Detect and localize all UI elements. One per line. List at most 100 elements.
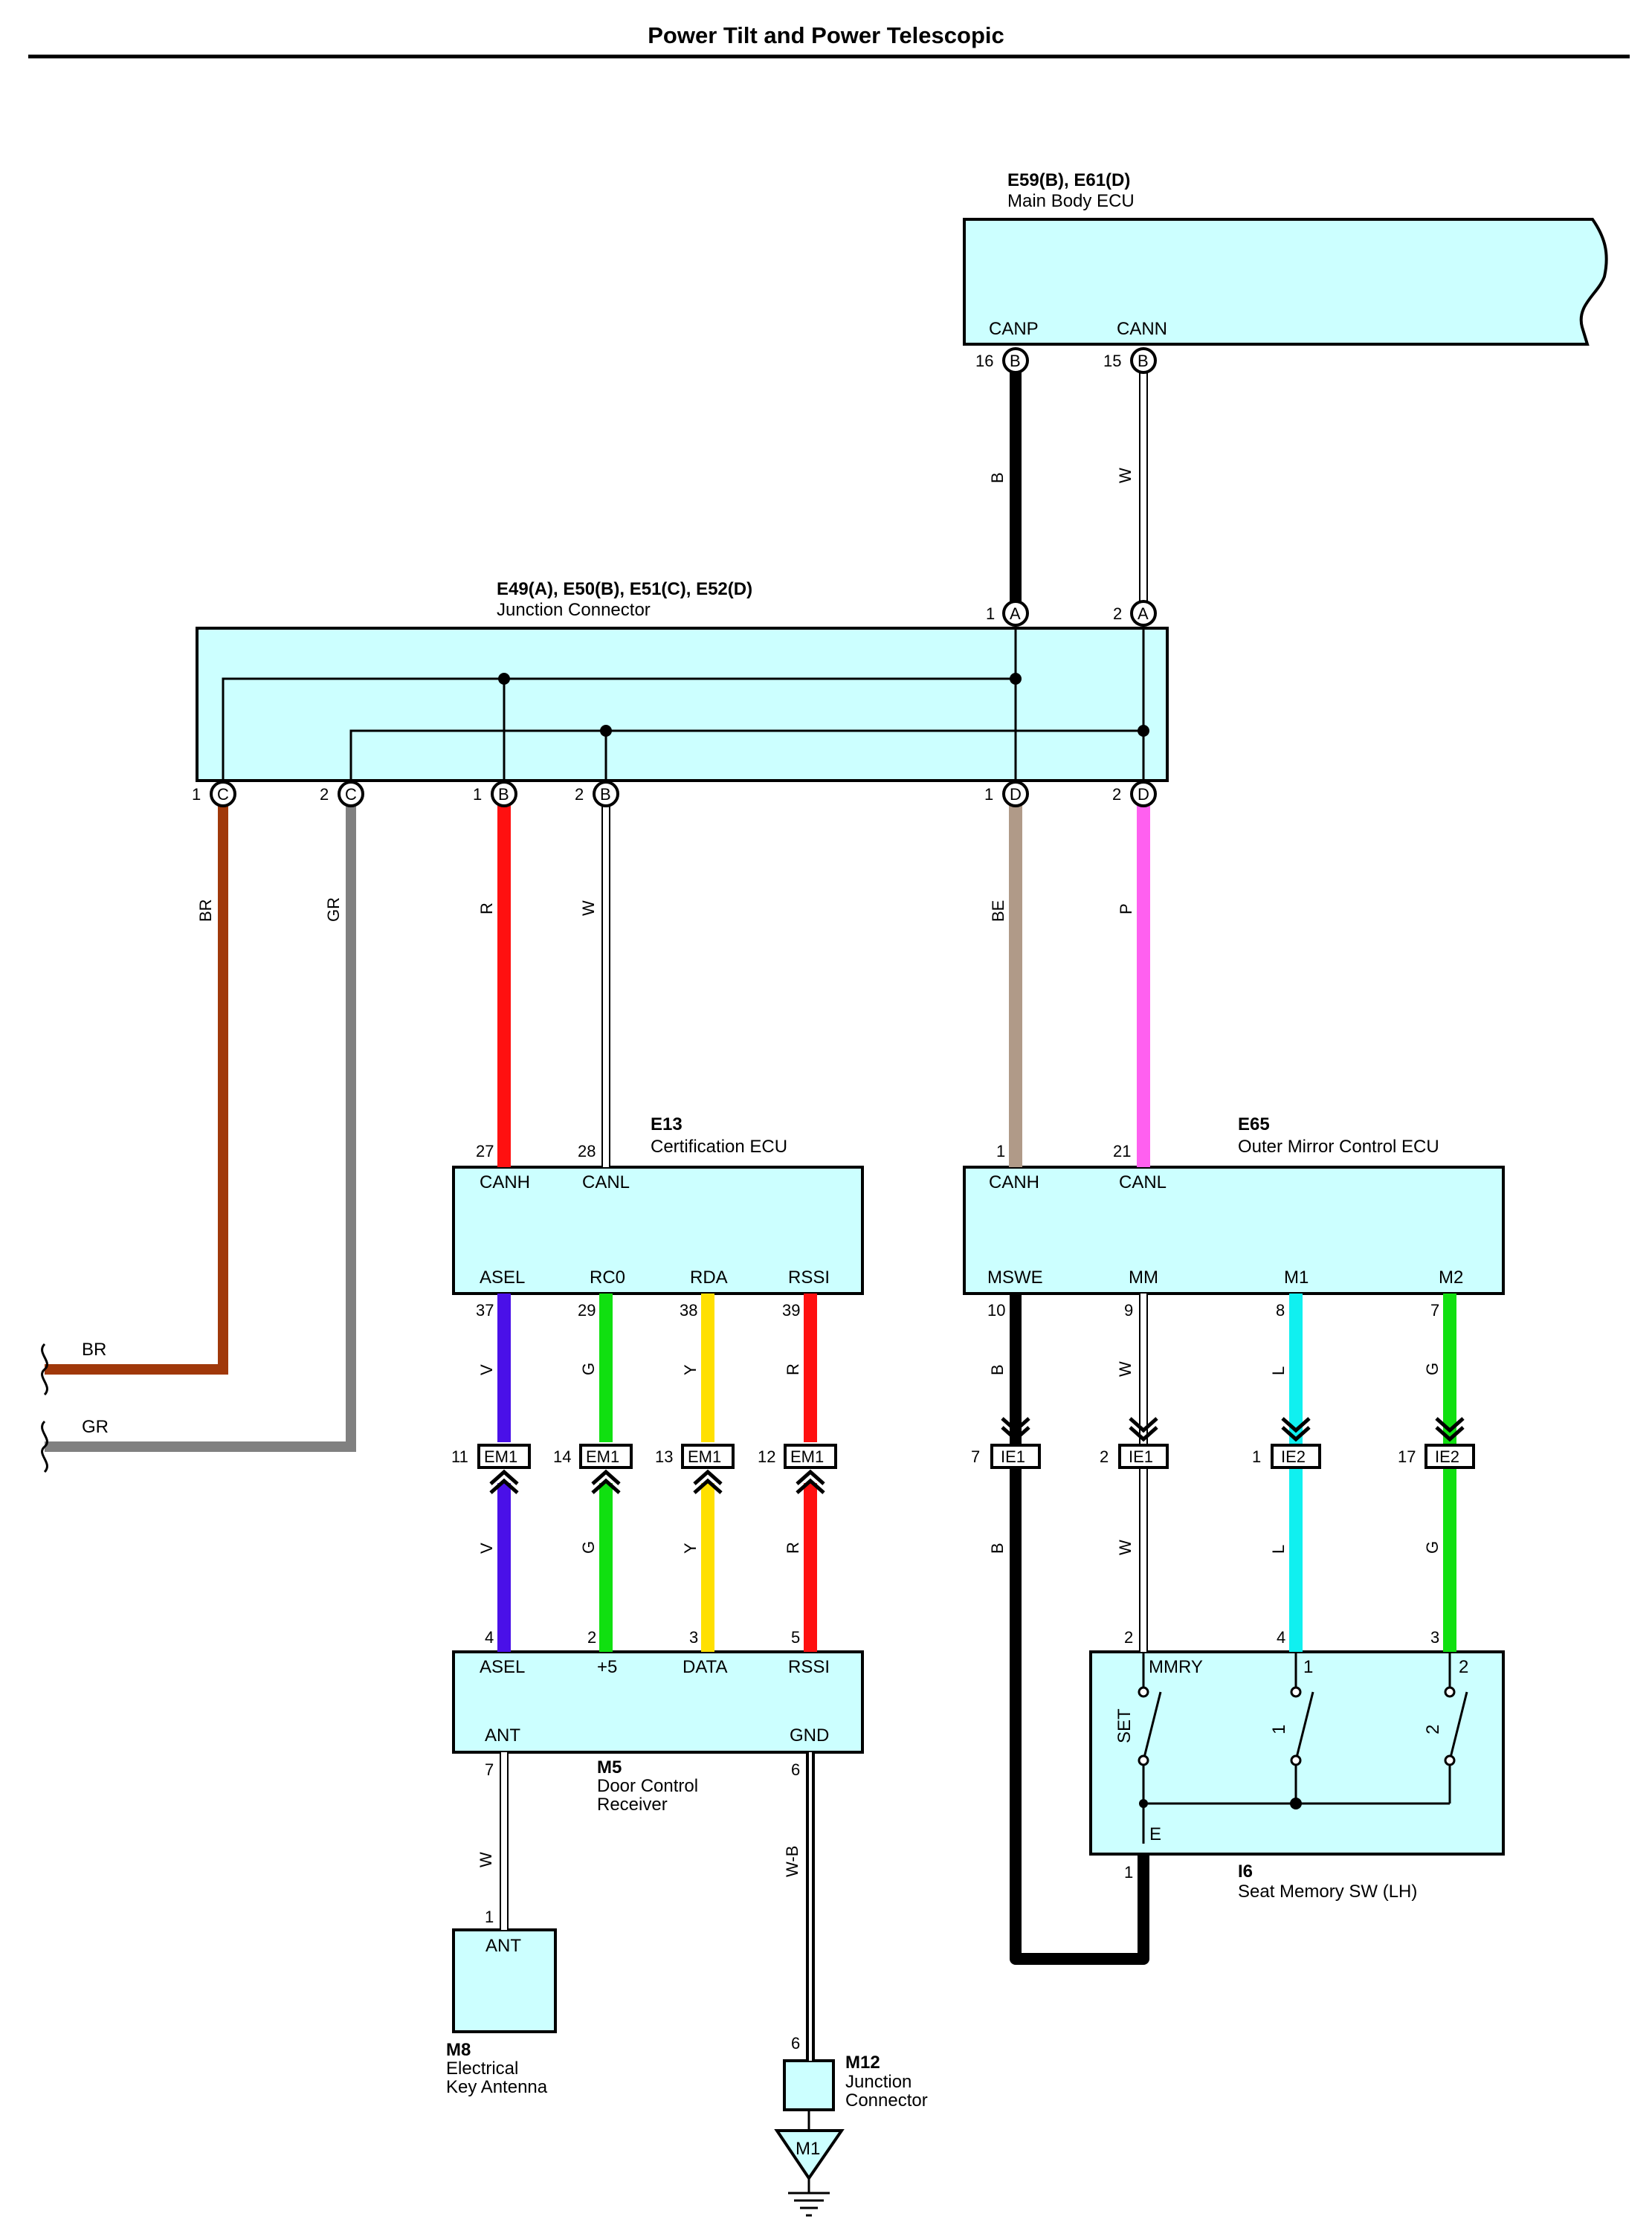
svg-text:1: 1 (996, 1142, 1005, 1160)
cert-pin-asel: ASEL (480, 1268, 525, 1288)
svg-text:14: 14 (553, 1447, 571, 1466)
svg-text:7: 7 (485, 1760, 494, 1779)
svg-text:1: 1 (1124, 1863, 1133, 1882)
terminal-1b: B (491, 781, 517, 807)
svg-text:R: R (784, 1363, 802, 1375)
svg-text:1: 1 (473, 785, 482, 804)
connector-em1-11: EM1 11 (451, 1444, 531, 1494)
connector-em1-13: EM1 13 (655, 1444, 735, 1494)
terminal-15b: B (1130, 347, 1157, 374)
off-page-label-gr: GR (82, 1417, 109, 1437)
sw-pin-e: E (1149, 1824, 1161, 1844)
svg-text:IE2: IE2 (1281, 1447, 1306, 1466)
svg-text:R: R (784, 1542, 802, 1554)
svg-text:L: L (1269, 1545, 1288, 1554)
svg-text:9: 9 (1124, 1301, 1133, 1320)
svg-text:W-B: W-B (783, 1846, 801, 1877)
m12-name-2: Connector (845, 2090, 928, 2111)
antenna-name-1: Electrical (446, 2059, 518, 2079)
svg-text:EM1: EM1 (586, 1447, 619, 1466)
sw-pin-mmry: MMRY (1149, 1657, 1203, 1677)
cert-pin-canl: CANL (582, 1172, 630, 1192)
svg-text:27: 27 (476, 1142, 494, 1160)
svg-text:W: W (1116, 1361, 1135, 1377)
svg-text:28: 28 (578, 1142, 596, 1160)
svg-text:BR: BR (196, 899, 215, 922)
svg-text:W: W (1116, 468, 1135, 483)
svg-text:3: 3 (689, 1628, 698, 1647)
junction-connector: E49(A), E50(B), E51(C), E52(D) Junction … (196, 579, 1169, 794)
switch-label-1: 1 (1269, 1725, 1289, 1734)
om-pin-canh: CANH (989, 1172, 1039, 1192)
dcr-name-2: Receiver (597, 1795, 668, 1815)
door-control-receiver: ASEL +5 DATA RSSI ANT GND M5 Door Contro… (452, 1650, 864, 1815)
m12-name-1: Junction (845, 2072, 911, 2092)
dcr-pin-plus5: +5 (597, 1657, 617, 1677)
svg-text:38: 38 (680, 1301, 697, 1320)
seat-memory-sw: MMRY 1 2 E I6 Seat Memory SW (LH) SET (1089, 1650, 1505, 1902)
antenna-code: M8 (446, 2040, 471, 2060)
svg-text:29: 29 (578, 1301, 596, 1320)
seat-memory-sw-name: Seat Memory SW (LH) (1238, 1882, 1417, 1902)
svg-text:15: 15 (1103, 352, 1121, 370)
om-pin-mm: MM (1129, 1268, 1158, 1288)
svg-text:2: 2 (1113, 604, 1122, 623)
svg-text:W: W (579, 900, 598, 916)
svg-text:3: 3 (1430, 1628, 1439, 1647)
svg-text:6: 6 (791, 1760, 800, 1779)
svg-text:V: V (477, 1543, 496, 1554)
wire-gr (45, 794, 356, 1452)
dcr-pin-data: DATA (683, 1657, 727, 1677)
junction-connector-m12: M12 Junction Connector (783, 2053, 928, 2111)
svg-text:A: A (1010, 604, 1021, 623)
main-body-ecu-name: Main Body ECU (1007, 191, 1135, 211)
svg-text:Y: Y (681, 1364, 700, 1375)
antenna-name-2: Key Antenna (446, 2077, 548, 2097)
svg-text:4: 4 (1277, 1628, 1285, 1647)
svg-text:W: W (1116, 1540, 1135, 1555)
svg-text:R: R (477, 902, 496, 914)
cert-pin-rc0: RC0 (590, 1268, 625, 1288)
terminal-2b: B (593, 781, 619, 807)
dcr-pin-gnd: GND (790, 1725, 829, 1746)
wire-color-codes: B W BR GR R W BE P V G Y R V G Y R B W L… (196, 468, 1442, 1877)
switch-label-2: 2 (1423, 1725, 1443, 1734)
ground-code: M1 (796, 2139, 820, 2159)
sw-pin-2: 2 (1459, 1657, 1468, 1677)
pin-canp: CANP (989, 319, 1039, 339)
svg-text:B: B (988, 1543, 1007, 1554)
off-page-breaks (41, 1343, 48, 1473)
svg-text:1: 1 (1252, 1447, 1261, 1466)
svg-text:2: 2 (1100, 1447, 1109, 1466)
dcr-code: M5 (597, 1757, 622, 1777)
cert-pin-rssi: RSSI (788, 1268, 830, 1288)
svg-text:2: 2 (1124, 1628, 1133, 1647)
svg-text:8: 8 (1276, 1301, 1285, 1320)
terminal-1d: D (1002, 781, 1029, 807)
terminal-2c: C (338, 781, 364, 807)
ground-m1: M1 (774, 2110, 845, 2217)
svg-text:Y: Y (681, 1543, 700, 1554)
certification-ecu-code: E13 (651, 1114, 683, 1134)
svg-text:1: 1 (986, 604, 995, 623)
pin-cann: CANN (1117, 319, 1167, 339)
junction-connector-name: Junction Connector (497, 600, 651, 620)
svg-text:L: L (1269, 1366, 1288, 1375)
svg-text:A: A (1138, 604, 1149, 623)
svg-text:C: C (217, 785, 229, 804)
connector-ie2-1: IE2 1 (1252, 1417, 1321, 1469)
svg-text:5: 5 (791, 1628, 800, 1647)
svg-text:IE1: IE1 (1129, 1447, 1153, 1466)
svg-text:V: V (477, 1364, 496, 1375)
svg-text:11: 11 (451, 1447, 468, 1466)
svg-text:IE2: IE2 (1435, 1447, 1459, 1466)
svg-text:7: 7 (971, 1447, 980, 1466)
svg-text:1: 1 (192, 785, 201, 804)
wires (45, 361, 1456, 2061)
svg-text:EM1: EM1 (790, 1447, 824, 1466)
svg-text:G: G (1423, 1363, 1442, 1375)
dcr-pin-ant: ANT (485, 1725, 520, 1746)
svg-text:EM1: EM1 (484, 1447, 517, 1466)
off-page-label-br: BR (82, 1340, 106, 1360)
